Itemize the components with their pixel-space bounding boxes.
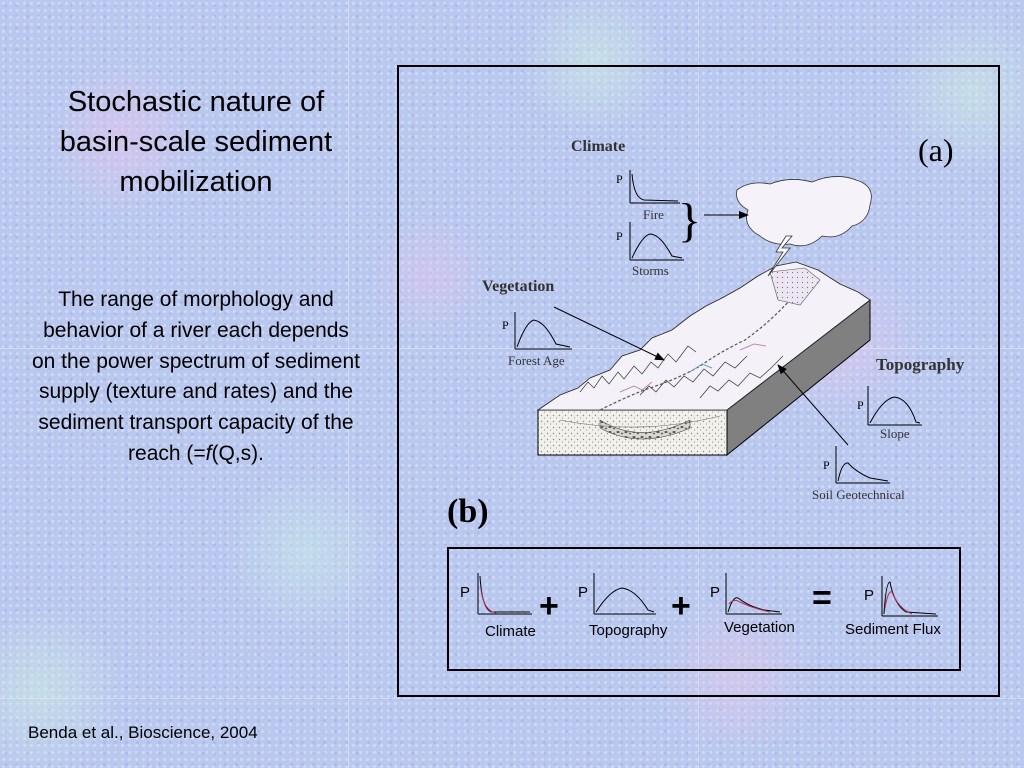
landscape-block (536, 176, 872, 457)
equation-term-vegetation: Vegetation (724, 619, 795, 636)
axis-p-label: P (864, 587, 874, 604)
climate-heading: Climate (571, 138, 625, 155)
sediment-flux-plot: P (864, 576, 938, 617)
topography-term-plot: P (578, 573, 656, 615)
vegetation-arrow (553, 306, 665, 361)
axis-p-label: P (502, 318, 509, 332)
soil-geotechnical-label: Soil Geotechnical (812, 487, 905, 502)
body-text-end: (Q,s). (211, 441, 264, 465)
body-text-function: f (205, 441, 212, 465)
axis-p-label: P (857, 398, 864, 412)
panel-b-label: (b) (447, 493, 489, 530)
tile-seam (348, 0, 349, 768)
axis-p-label: P (823, 458, 830, 472)
slope-label: Slope (880, 426, 910, 441)
fire-label: Fire (643, 207, 664, 222)
storms-label: Storms (632, 263, 669, 278)
axis-p-label: P (616, 172, 623, 186)
tile-seam (0, 348, 1024, 349)
topography-heading: Topography (876, 355, 965, 374)
forest-age-plot: P (502, 312, 572, 350)
landslide-area (769, 267, 821, 306)
axis-p-label: P (578, 584, 588, 601)
storm-cloud (736, 176, 872, 247)
equation-term-sediment-flux: Sediment Flux (845, 621, 941, 638)
climate-brace: } (678, 194, 701, 247)
plus-sign: + (539, 587, 559, 625)
equation-term-climate: Climate (485, 623, 536, 640)
equals-sign: = (812, 579, 832, 617)
lightning-bolt (767, 235, 793, 277)
river-channel (599, 271, 807, 411)
storms-distribution-plot: P (616, 222, 684, 261)
equation-term-topography: Topography (589, 622, 668, 639)
topography-arrow (777, 364, 849, 446)
vegetation-heading: Vegetation (482, 278, 554, 295)
soil-geotechnical-plot: P (823, 446, 890, 484)
slope-plot: P (857, 386, 922, 426)
climate-term-plot: P (460, 573, 532, 615)
vegetation-term-plot: P (710, 573, 782, 615)
slide-body-text: The range of morphology and behavior of … (30, 285, 362, 470)
fire-distribution-plot: P (616, 170, 680, 204)
figure-frame (397, 65, 1000, 697)
axis-p-label: P (616, 229, 623, 243)
axis-p-label: P (710, 584, 720, 601)
forest-age-label: Forest Age (508, 353, 565, 368)
citation: Benda et al., Bioscience, 2004 (28, 723, 258, 742)
terrain-surface (536, 261, 871, 411)
plus-sign: + (671, 587, 691, 625)
tile-seam (0, 698, 1024, 699)
channel-gravel (599, 419, 691, 440)
panel-a-label: (a) (918, 132, 954, 168)
slide-title: Stochastic nature of basin-scale sedimen… (59, 86, 333, 198)
axis-p-label: P (460, 584, 470, 601)
body-text-main: The range of morphology and behavior of … (31, 288, 360, 465)
equation-box (447, 547, 961, 671)
